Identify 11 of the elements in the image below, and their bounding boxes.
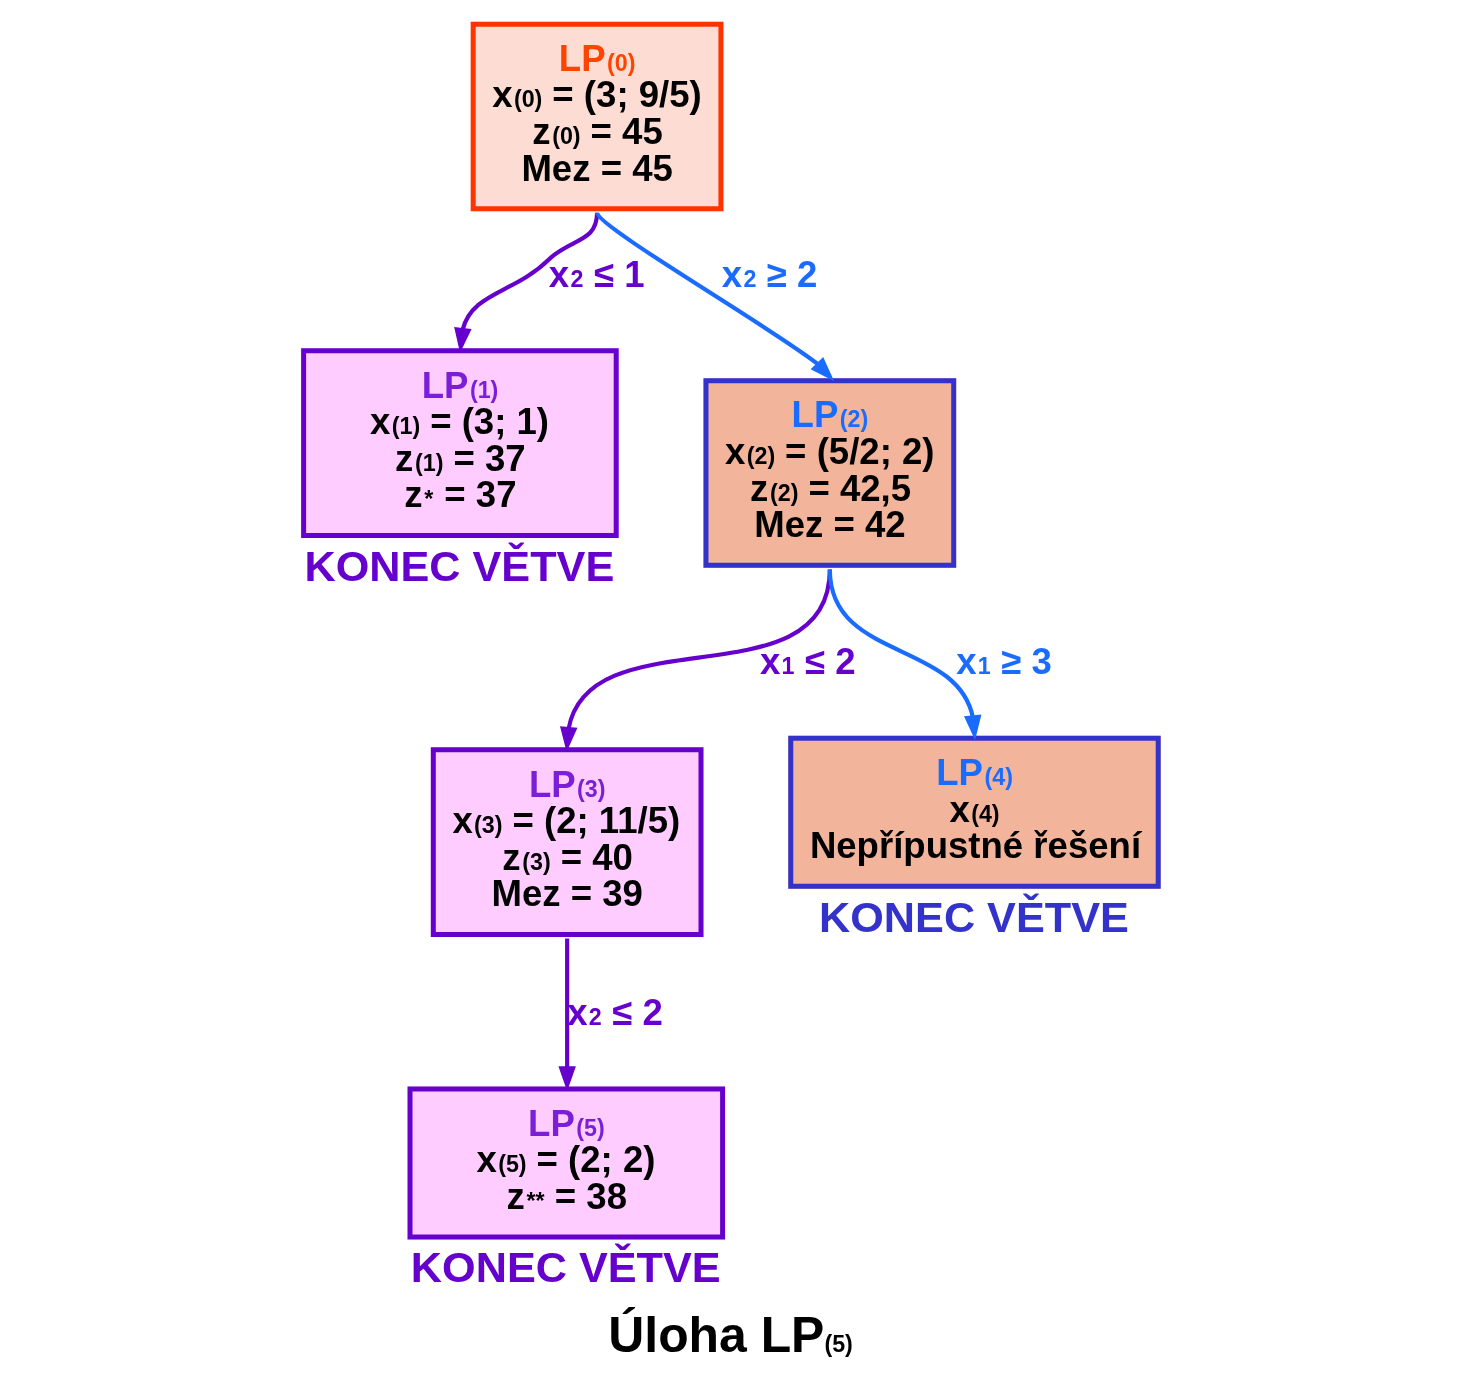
edge-label: x2 ≤ 1 (548, 254, 644, 295)
edge-label: x1 ≤ 2 (759, 641, 856, 683)
edge-label: x1 ≥ 3 (955, 641, 1052, 683)
edge-label: x2 ≤ 2 (566, 992, 663, 1034)
diagram-title: Úloha LP(5) (607, 1306, 853, 1363)
arrow (827, 569, 981, 741)
node-label: KONEC VĚTVE (818, 892, 1129, 941)
node-label: KONEC VĚTVE (410, 1243, 721, 1292)
arrow (594, 211, 834, 382)
node-label: KONEC VĚTVE (303, 541, 614, 590)
edge-label: x2 ≥ 2 (721, 254, 817, 295)
